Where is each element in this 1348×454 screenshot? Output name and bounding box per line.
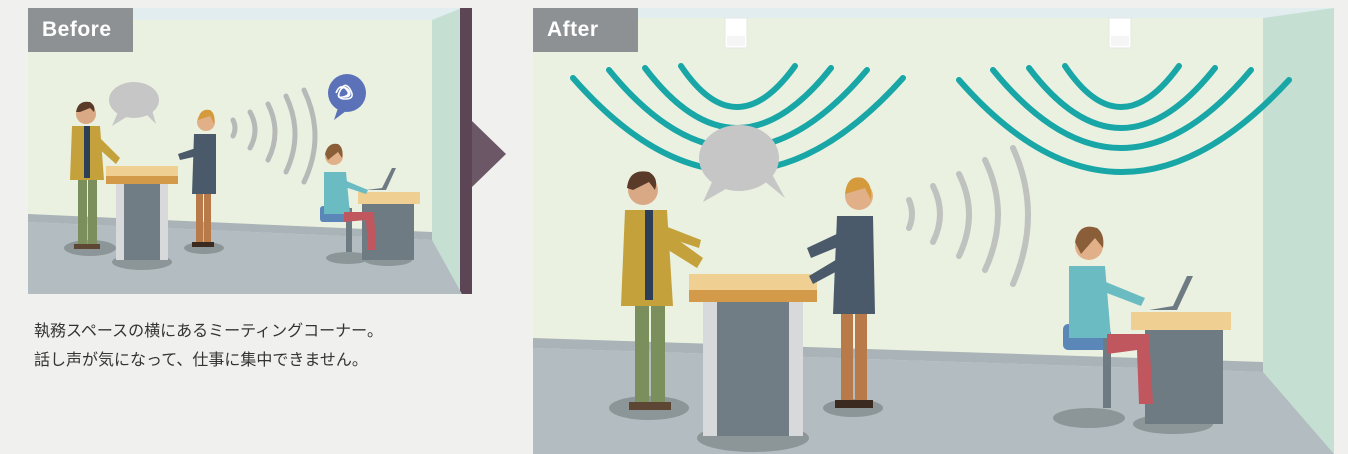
after-scene: [533, 8, 1334, 454]
after-label: After: [533, 8, 638, 52]
meeting-table: [106, 166, 178, 270]
before-label: Before: [28, 8, 133, 52]
arrow-right-icon: [472, 121, 506, 187]
ceiling-speaker-icon: [725, 18, 747, 48]
before-caption: 執務スペースの横にあるミーティングコーナー。 話し声が気になって、仕事に集中でき…: [34, 316, 494, 374]
before-illustration: Before: [28, 8, 472, 294]
meeting-table: [689, 274, 817, 452]
ceiling-speaker-icon: [1109, 18, 1131, 48]
caption-line-2: 話し声が気になって、仕事に集中できません。: [34, 345, 494, 374]
after-illustration: After: [533, 8, 1334, 454]
caption-line-1: 執務スペースの横にあるミーティングコーナー。: [34, 316, 494, 345]
